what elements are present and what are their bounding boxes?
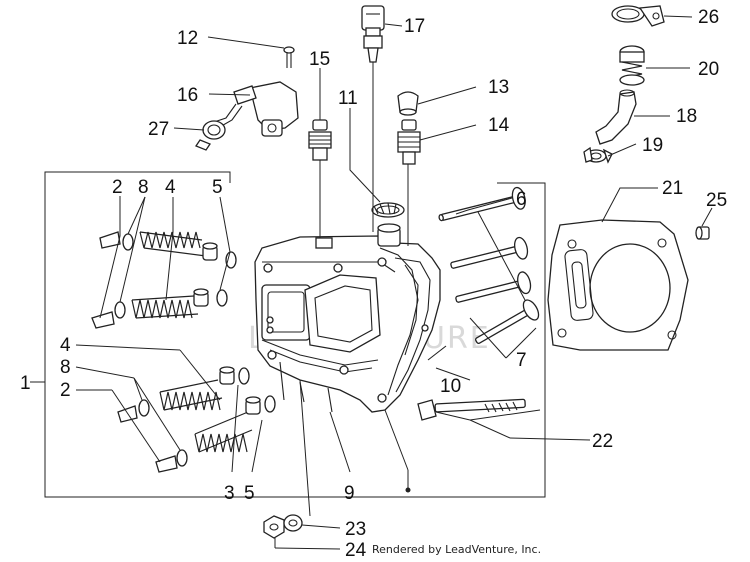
dowel-pin-part: [695, 226, 710, 240]
credit-text: Rendered by LeadVenture, Inc.: [372, 543, 541, 556]
label-part-8: 8: [60, 357, 71, 378]
part-labels: 1 2 2 3 4 4 5 5 6 7 8 8 9 10 11 12 13 14…: [20, 7, 727, 561]
fitting-15-part: [308, 119, 332, 161]
label-part-2: 2: [112, 177, 123, 198]
label-part-9: 9: [344, 483, 355, 504]
label-part-26: 26: [698, 7, 719, 28]
clip-ring-part: [371, 202, 405, 218]
label-part-8: 8: [138, 177, 149, 198]
label-part-5: 5: [212, 177, 223, 198]
fitting-14-part: [397, 119, 421, 165]
label-part-24: 24: [345, 540, 367, 561]
valve-body-part: [213, 81, 299, 137]
screw-part: [283, 46, 295, 68]
head-gasket-part: [547, 219, 689, 351]
label-part-15: 15: [309, 49, 330, 70]
label-part-10: 10: [440, 376, 461, 397]
cap-part: [397, 91, 419, 116]
assembly-frame: [44, 171, 546, 498]
label-part-18: 18: [676, 106, 697, 127]
label-part-6: 6: [516, 189, 527, 210]
label-part-27: 27: [148, 119, 169, 140]
label-part-19: 19: [642, 135, 663, 156]
label-part-20: 20: [698, 59, 719, 80]
label-part-23: 23: [345, 519, 366, 540]
valve-retainers-part: [114, 233, 188, 467]
thermostat-part: [619, 45, 645, 86]
head-bolt-part: [417, 398, 526, 421]
label-part-4: 4: [165, 177, 176, 198]
hose-part: [595, 89, 637, 145]
bracket-clip-part: [611, 5, 665, 27]
valve-keepers-part: [91, 231, 178, 473]
label-part-22: 22: [592, 431, 613, 452]
valve-seals-part: [193, 242, 261, 415]
label-part-7: 7: [516, 350, 527, 371]
nut-part: [263, 515, 285, 539]
label-part-12: 12: [177, 28, 198, 49]
label-part-14: 14: [488, 115, 510, 136]
valve-springs-part: [131, 231, 253, 453]
label-part-16: 16: [177, 85, 198, 106]
label-part-2: 2: [60, 380, 71, 401]
label-part-4: 4: [60, 335, 71, 356]
label-part-11: 11: [338, 88, 358, 109]
label-part-25: 25: [706, 190, 727, 211]
temperature-sensor-part: [361, 5, 385, 63]
cylinder-head-part: [254, 223, 441, 413]
label-part-17: 17: [404, 16, 425, 37]
label-part-5: 5: [244, 483, 255, 504]
label-part-21: 21: [662, 178, 683, 199]
leader-lines: [30, 15, 713, 550]
label-part-1: 1: [20, 373, 31, 394]
label-part-3: 3: [224, 483, 235, 504]
washer-part: [283, 514, 303, 532]
label-part-13: 13: [488, 77, 509, 98]
hose-clip-part: [583, 146, 613, 164]
hose-clamp-part: [195, 120, 226, 151]
